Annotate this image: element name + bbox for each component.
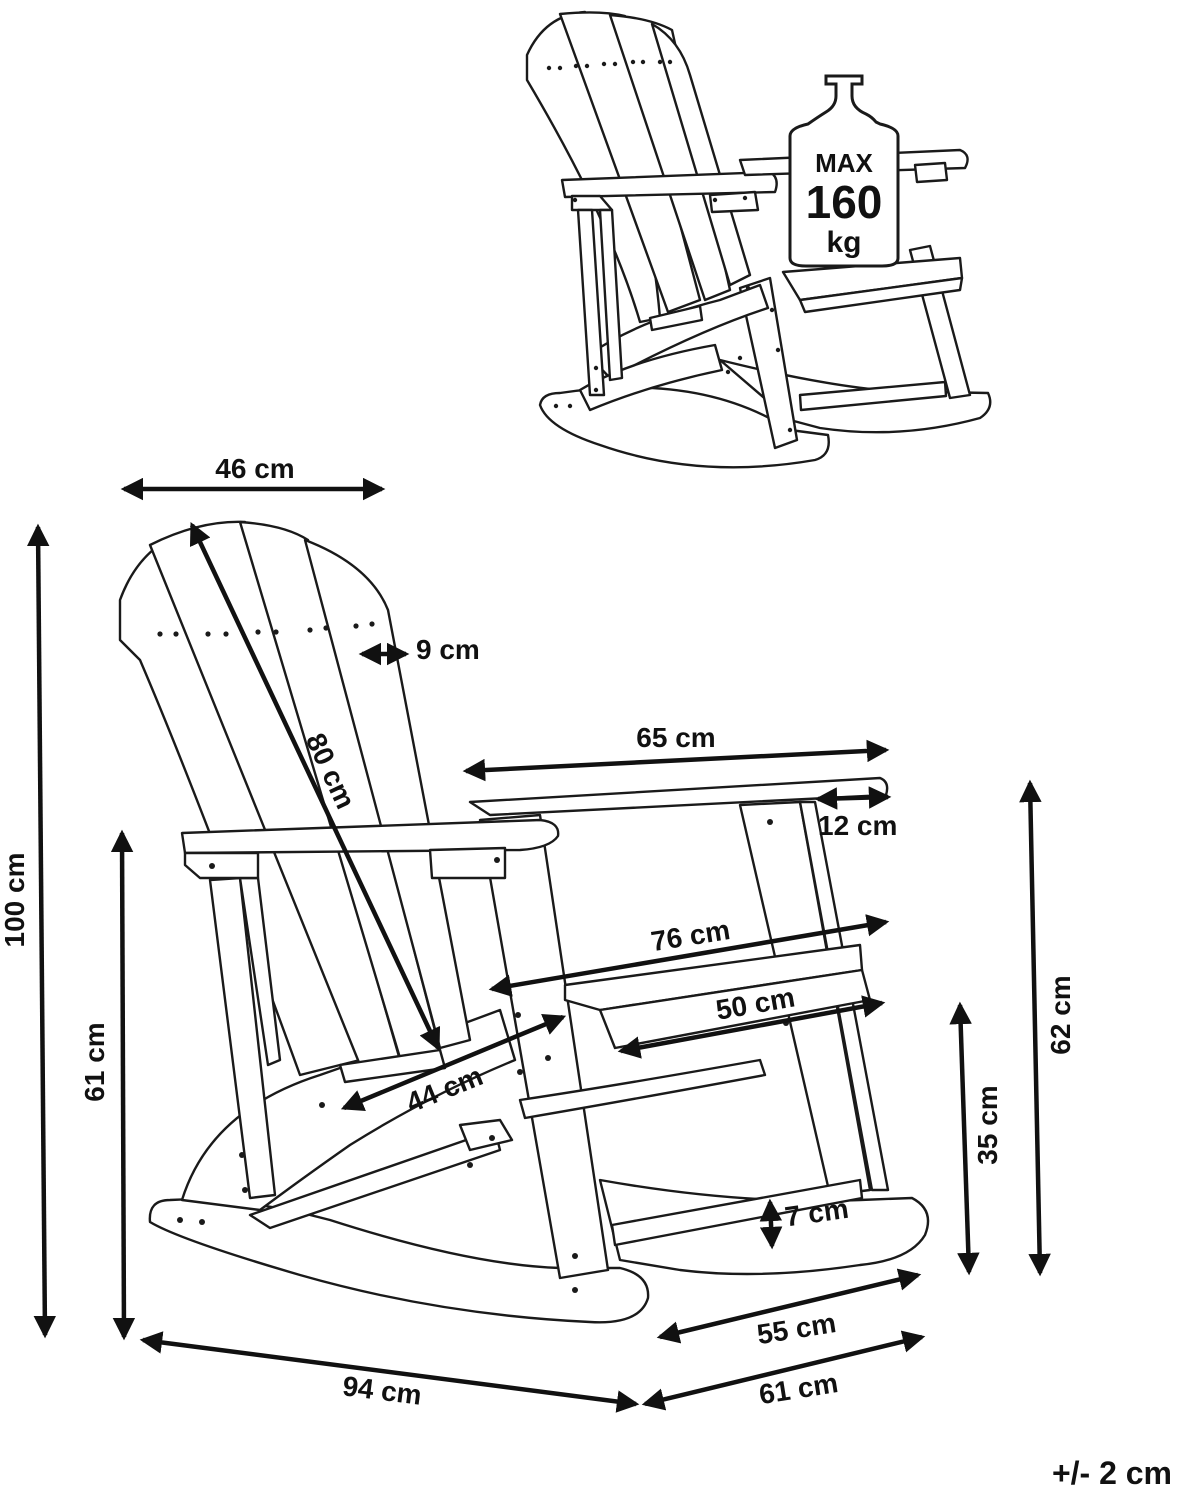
label-armrest-width: 12 cm — [818, 810, 897, 841]
dimension-lines — [26, 477, 1051, 1413]
label-slat-width: 9 cm — [416, 634, 480, 665]
small-chair-illustration — [525, 10, 992, 469]
weight-max-label: MAX — [815, 148, 873, 178]
arm-height-arrow — [110, 829, 136, 1341]
seat-depth-arrow — [488, 914, 890, 997]
armrest-length-arrow — [462, 739, 890, 782]
label-inner-width: 55 cm — [755, 1307, 838, 1350]
armrest-width-arrow — [814, 786, 892, 810]
label-seat-height-front: 62 cm — [1045, 975, 1076, 1054]
label-arm-height: 61 cm — [79, 1022, 110, 1101]
weight-value: 160 — [806, 176, 883, 228]
seat-width-arrow — [617, 995, 886, 1059]
label-armrest-length: 65 cm — [636, 722, 715, 753]
weight-unit: kg — [826, 226, 861, 259]
label-front-frame-height: 35 cm — [972, 1085, 1003, 1164]
seat-height-front-arrow — [1019, 779, 1051, 1277]
label-total-height: 100 cm — [0, 853, 30, 948]
total-length-arrow — [139, 1331, 640, 1413]
seat-slope-arrow — [340, 1013, 567, 1112]
backrest-length-arrow — [189, 521, 441, 1052]
label-backrest-width: 46 cm — [215, 453, 294, 484]
inner-width-arrow — [656, 1268, 922, 1344]
total-height-arrow — [26, 523, 57, 1339]
weight-icon: MAX 160 kg — [788, 74, 900, 268]
total-width-arrow — [641, 1330, 926, 1411]
rocker-height-arrow — [759, 1198, 783, 1250]
tolerance-note: +/- 2 cm — [1052, 1455, 1172, 1491]
front-frame-height-arrow — [949, 1001, 980, 1276]
